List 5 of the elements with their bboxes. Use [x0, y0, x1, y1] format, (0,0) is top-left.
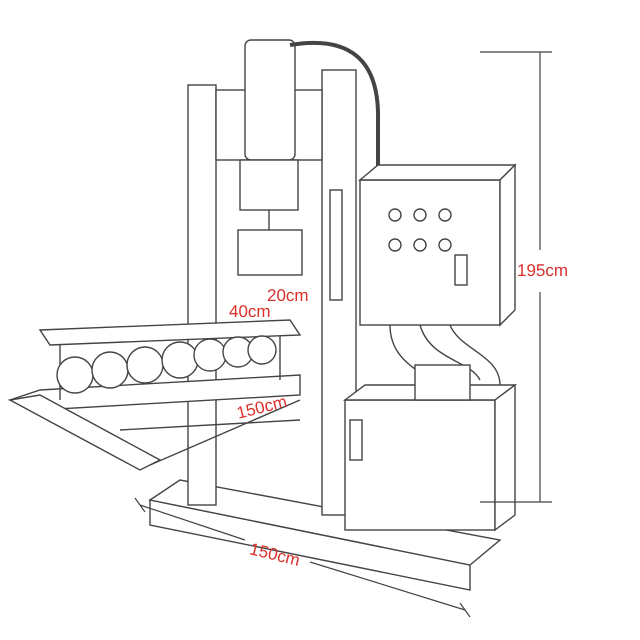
dimension-label: 150cm — [248, 540, 302, 570]
dimension-label: 195cm — [517, 262, 568, 279]
dimension-label: 150cm — [234, 392, 289, 422]
dimension-label: 40cm — [229, 303, 271, 320]
dimension-label: 20cm — [267, 287, 309, 304]
